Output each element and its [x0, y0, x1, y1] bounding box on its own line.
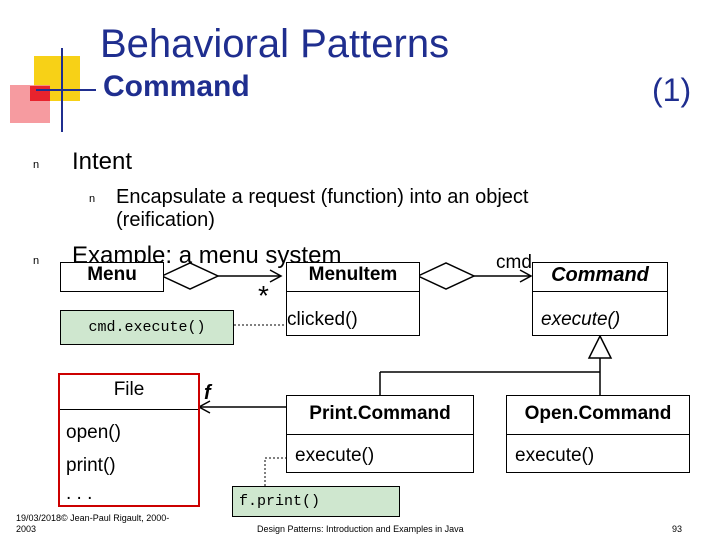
bullet-marker: n: [33, 255, 40, 267]
slide-number-label: (1): [652, 72, 692, 108]
note-cmd-execute: cmd.execute(): [60, 310, 234, 345]
f-role-label: f: [204, 382, 211, 404]
menuitem-class-name: MenuItem: [308, 264, 398, 285]
footer-page-number: 93: [672, 524, 683, 534]
command-execute-method: execute(): [541, 309, 621, 330]
printcommand-class-box: Print.Command execute(): [286, 395, 474, 473]
intent-description-line2: (reification): [116, 209, 215, 231]
bullet-marker: n: [33, 159, 40, 171]
footer-copyright-line2: 2003: [16, 524, 37, 534]
clicked-method: clicked(): [287, 309, 358, 330]
footer-copyright-line1: 19/03/2018© Jean-Paul Rigault, 2000-: [16, 513, 170, 523]
printcommand-execute-method: execute(): [295, 445, 375, 466]
menuitem-class-box: MenuItem clicked(): [286, 262, 420, 336]
opencommand-class-name: Open.Command: [524, 403, 672, 424]
bullet-marker: n: [89, 193, 96, 205]
intent-description-line1: Encapsulate a request (function) into an…: [116, 186, 529, 208]
footer-course-title: Design Patterns: Introduction and Exampl…: [257, 524, 464, 534]
decorative-corner-squares: [10, 48, 96, 132]
file-class-box: File open() print() . . .: [58, 373, 200, 507]
note-f-print: f.print(): [232, 486, 400, 517]
menu-class-box: Menu: [60, 262, 164, 292]
cmd-role-label: cmd: [496, 252, 532, 273]
multiplicity-label: *: [258, 280, 269, 311]
command-class-name: Command: [551, 264, 649, 286]
opencommand-execute-method: execute(): [515, 445, 595, 466]
page-title: Behavioral Patterns: [100, 22, 450, 66]
bullet-intent: Intent: [72, 148, 133, 175]
printcommand-class-name: Print.Command: [309, 403, 451, 424]
file-ellipsis: . . .: [66, 483, 93, 504]
command-class-box: Command execute(): [532, 262, 668, 336]
file-open-method: open(): [66, 422, 121, 443]
page-subtitle: Command: [103, 70, 250, 103]
opencommand-class-box: Open.Command execute(): [506, 395, 690, 473]
menu-class-name: Menu: [87, 264, 137, 285]
file-class-name: File: [113, 379, 145, 400]
file-print-method: print(): [66, 455, 116, 476]
